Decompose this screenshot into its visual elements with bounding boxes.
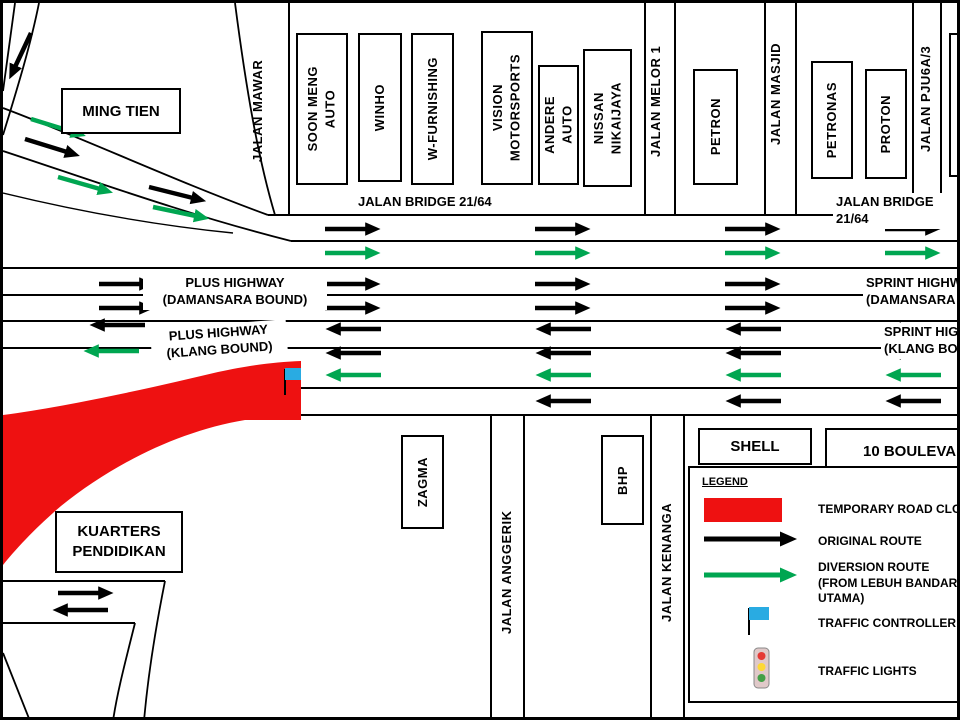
business-label: W-FURNISHING — [424, 57, 440, 161]
legend-title: LEGEND — [702, 476, 748, 488]
business-label: SOON MENG AUTO — [305, 66, 338, 152]
business-petron: PETRON — [693, 69, 738, 185]
legend-closure-label: TEMPORARY ROAD CLOSURE — [818, 502, 960, 516]
business-label: BHP — [614, 465, 630, 495]
legend-controller-label: TRAFFIC CONTROLLER — [818, 616, 956, 630]
ming-tien-text: MING TIEN — [82, 102, 160, 120]
business-label: VISION MOTORSPORTS — [490, 54, 523, 162]
sprint-highway-damansara-label: SPRINT HIGHWAY (DAMANSARA BOUND) — [863, 274, 957, 310]
traffic-light-icon — [753, 647, 770, 689]
temporary-road-closure-area — [3, 361, 301, 565]
street-jalan-kenanga: JALAN KENANGA — [659, 502, 674, 622]
shell-text: SHELL — [730, 438, 780, 455]
shell-label: SHELL — [698, 428, 812, 465]
legend-original-label: ORIGINAL ROUTE — [818, 534, 922, 548]
business-label: WINHO — [372, 83, 388, 132]
business-petronas: PETRONAS — [811, 61, 853, 179]
business-soon-meng-auto: SOON MENG AUTO — [296, 33, 348, 185]
diversion-route-arrows — [30, 116, 941, 382]
kuarters-text: KUARTERS PENDIDIKAN — [72, 522, 166, 560]
business-zagma: ZAGMA — [401, 435, 444, 529]
street-jalan-masjid: JALAN MASJID — [768, 42, 783, 146]
legend-box: LEGEND TEMPORARY ROAD CLOSURE ORIGINAL R… — [688, 466, 960, 703]
traffic-controller-flag-icon — [284, 368, 301, 395]
business-w-furnishing: W-FURNISHING — [411, 33, 454, 185]
business-vision-motorsports: VISION MOTORSPORTS — [481, 31, 533, 185]
legend-lights-label: TRAFFIC LIGHTS — [818, 664, 917, 678]
business-label: PETRONAS — [824, 81, 840, 159]
business-label: PROTON — [878, 94, 894, 154]
business-proton: PROTON — [865, 69, 907, 179]
plus-highway-damansara-label: PLUS HIGHWAY (DAMANSARA BOUND) — [143, 274, 327, 310]
business-label: PETRON — [707, 98, 723, 156]
green-arrow-icon — [704, 567, 797, 583]
black-arrow-icon — [704, 531, 797, 547]
sprint-highway-klang-label: SPRINT HIGHWAY (KLANG BOUND) — [881, 323, 957, 359]
business-bhp: BHP — [601, 435, 644, 525]
business-nissan-nikaijaya: NISSAN NIKAIJAYA — [583, 49, 632, 187]
boulevard-text: 10 BOULEVARD — [863, 443, 957, 460]
business-partial-right-edge: KAWILA — [949, 33, 957, 177]
street-jalan-pju6a3: JALAN PJU6A/3 — [918, 45, 933, 153]
business-label: ANDERE AUTO — [541, 96, 575, 154]
street-jalan-mawar: JALAN MAWAR — [250, 59, 265, 162]
street-jalan-melor-1: JALAN MELOR 1 — [648, 45, 663, 157]
closure-swatch — [704, 498, 782, 522]
legend-diversion-label: DIVERSION ROUTE (FROM LEBUH BANDAR UTAMA… — [818, 560, 958, 606]
street-jalan-anggerik: JALAN ANGGERIK — [499, 510, 514, 634]
traffic-controller-flag-legend-icon — [748, 607, 769, 635]
jalan-bridge-label-left: JALAN BRIDGE 21/64 — [355, 193, 495, 212]
business-label: ZAGMA — [414, 456, 430, 508]
jalan-bridge-label-right: JALAN BRIDGE 21/64 — [833, 193, 957, 229]
business-andere-auto: ANDERE AUTO — [538, 65, 579, 185]
kuarters-pendidikan-label: KUARTERS PENDIDIKAN — [55, 511, 183, 573]
ming-tien-label: MING TIEN — [61, 88, 181, 134]
business-label: NISSAN NIKAIJAYA — [590, 81, 624, 155]
business-winho: WINHO — [358, 33, 402, 182]
